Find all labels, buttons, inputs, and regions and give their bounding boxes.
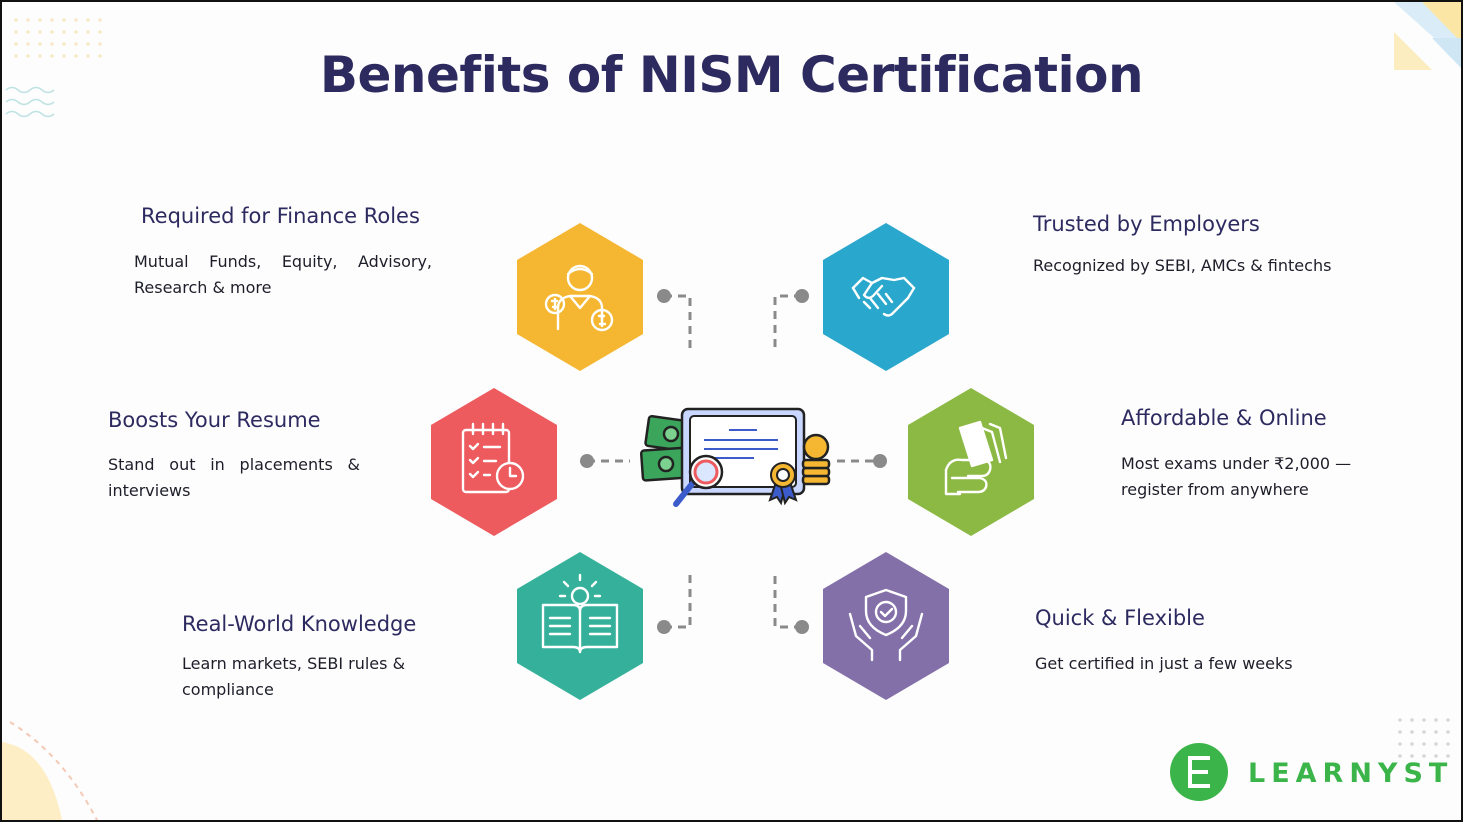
- connectors: [587, 294, 880, 629]
- triangles-top-right: [1394, 2, 1461, 70]
- magnifier: [673, 454, 724, 507]
- benefit-heading-affordable: Affordable & Online: [1121, 406, 1327, 430]
- shield-hands-icon: [848, 588, 924, 662]
- benefit-text-knowledge: Learn markets, SEBI rules & compliance: [182, 654, 406, 699]
- dot-pattern-top-left: [14, 18, 102, 58]
- dot-pattern-bottom-right: [1398, 718, 1450, 758]
- benefit-text-resume: Stand out in placements & interviews: [108, 455, 360, 500]
- page-title: Benefits of NISM Certification: [319, 46, 1144, 104]
- hexagon-flexible: [823, 552, 949, 700]
- wave-pattern-top-left: [5, 86, 55, 118]
- hand-cash-icon: [944, 420, 1008, 496]
- coin-stack: [801, 433, 831, 486]
- benefit-text-flexible: Get certified in just a few weeks: [1035, 654, 1293, 673]
- connector-dots: [580, 289, 887, 634]
- hexagon-trusted: [823, 223, 949, 371]
- benefit-text-finance-roles: Mutual Funds, Equity, Advisory, Research…: [134, 252, 432, 297]
- learnyst-logo-mark: [1170, 743, 1228, 801]
- award-ribbon: [768, 462, 798, 506]
- book-bulb-icon: [541, 573, 619, 654]
- benefit-heading-resume: Boosts Your Resume: [108, 408, 321, 432]
- checklist-clock-icon: [461, 422, 525, 494]
- benefit-heading-knowledge: Real-World Knowledge: [182, 612, 417, 636]
- certificate-money-icon: [639, 407, 831, 507]
- benefit-text-affordable: Most exams under ₹2,000 — register from …: [1121, 454, 1352, 499]
- learnyst-logo-text: LEARNYST: [1248, 758, 1454, 789]
- professional-money-icon: [544, 264, 614, 332]
- benefit-heading-finance-roles: Required for Finance Roles: [141, 204, 420, 228]
- benefit-heading-trusted: Trusted by Employers: [1033, 212, 1260, 236]
- benefit-text-trusted: Recognized by SEBI, AMCs & fintechs: [1033, 256, 1332, 275]
- blob-bottom-left: [2, 721, 98, 820]
- handshake-icon: [851, 276, 916, 317]
- benefit-heading-flexible: Quick & Flexible: [1035, 606, 1205, 630]
